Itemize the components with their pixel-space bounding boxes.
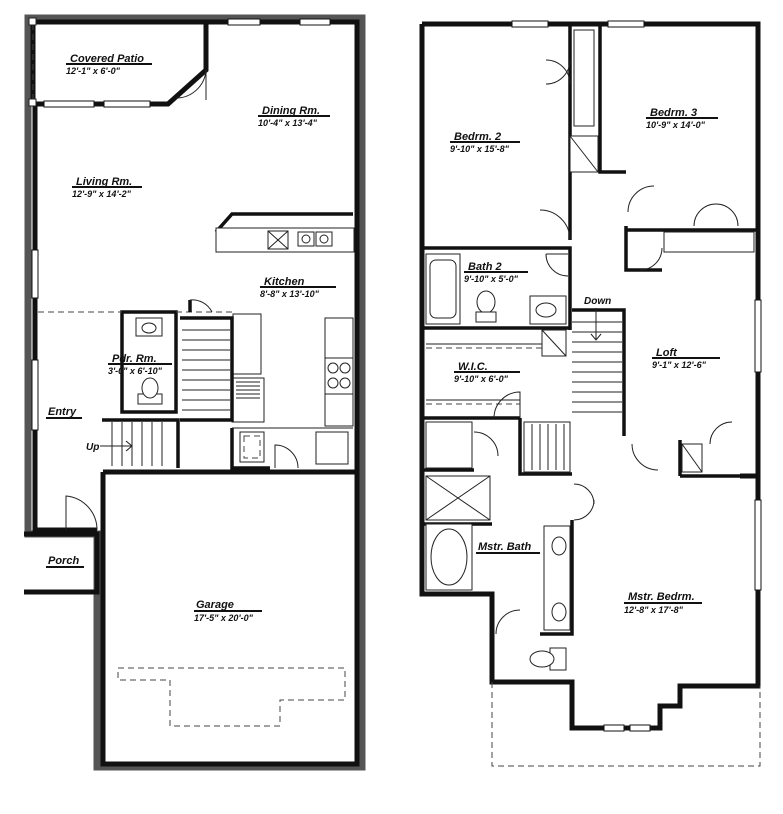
room-dims: 9'-10" x 5'-0" [464,274,519,284]
entry-door [65,495,98,531]
linen-closet [425,421,499,469]
stair-note: Up [86,442,99,453]
kitchen-counter [214,212,355,253]
room-dims: 17'-5" x 20'-0" [194,613,254,623]
patio-post [28,17,37,26]
room-dims: 12'-8" x 17'-8" [624,605,684,615]
room-dims: 10'-9" x 14'-0" [646,120,706,130]
room-dims: 9'-10" x 6'-0" [454,374,509,384]
room-name: Bedrm. 3 [650,107,697,119]
first-floor-windows [31,18,331,431]
room-name: Living Rm. [76,176,132,188]
overhang-outline [491,682,761,767]
room-name: W.I.C. [458,361,488,373]
kitchen-range [324,317,354,427]
room-name: Mstr. Bedrm. [628,591,695,603]
room-dims: 8'-8" x 13'-10" [260,289,320,299]
room-name: Bath 2 [468,261,502,273]
second-floor-stairs [523,308,733,473]
master-bath-fixtures [425,475,595,671]
first-floor-walls [24,19,360,767]
room-name: Bedrm. 2 [454,131,501,143]
room-name: Porch [48,555,79,567]
bath-2-fixtures [425,253,569,325]
kitchen-island [231,313,265,423]
second-floor-plan [419,20,762,767]
room-dims: 12'-1" x 6'-0" [66,66,121,76]
room-name: Covered Patio [70,53,144,65]
first-floor-outline [24,14,366,771]
powder-room [120,310,178,414]
closet-door [188,299,213,313]
second-floor-windows [511,20,762,732]
stair-note: Down [584,296,611,307]
room-name: Pdr. Rm. [112,353,157,365]
wic-shelving [426,329,567,419]
room-dims: 12'-9" x 14'-2" [72,189,132,199]
patio-door [175,69,207,100]
pantry [230,427,353,470]
room-labels: Covered Patio 12'-1" x 6'-0" Dining Rm. … [46,53,720,623]
first-floor-plan [24,14,366,771]
first-floor-stairs [100,316,234,468]
room-dims: 3'-0" x 6'-10" [108,366,163,376]
room-name: Mstr. Bath [478,541,531,553]
room-dims: 9'-10" x 15'-8" [450,144,510,154]
room-dims: 9'-1" x 12'-6" [652,360,707,370]
bedroom-3-closet [627,185,755,271]
room-name: Garage [196,599,234,611]
room-name: Kitchen [264,276,305,288]
room-name: Dining Rm. [262,105,320,117]
garage-door-outline [117,667,346,727]
room-name: Loft [656,347,678,359]
bedroom-2-closet [539,29,599,241]
patio-post [28,98,37,107]
room-dims: 10'-4" x 13'-4" [258,118,318,128]
room-name: Entry [48,406,77,418]
